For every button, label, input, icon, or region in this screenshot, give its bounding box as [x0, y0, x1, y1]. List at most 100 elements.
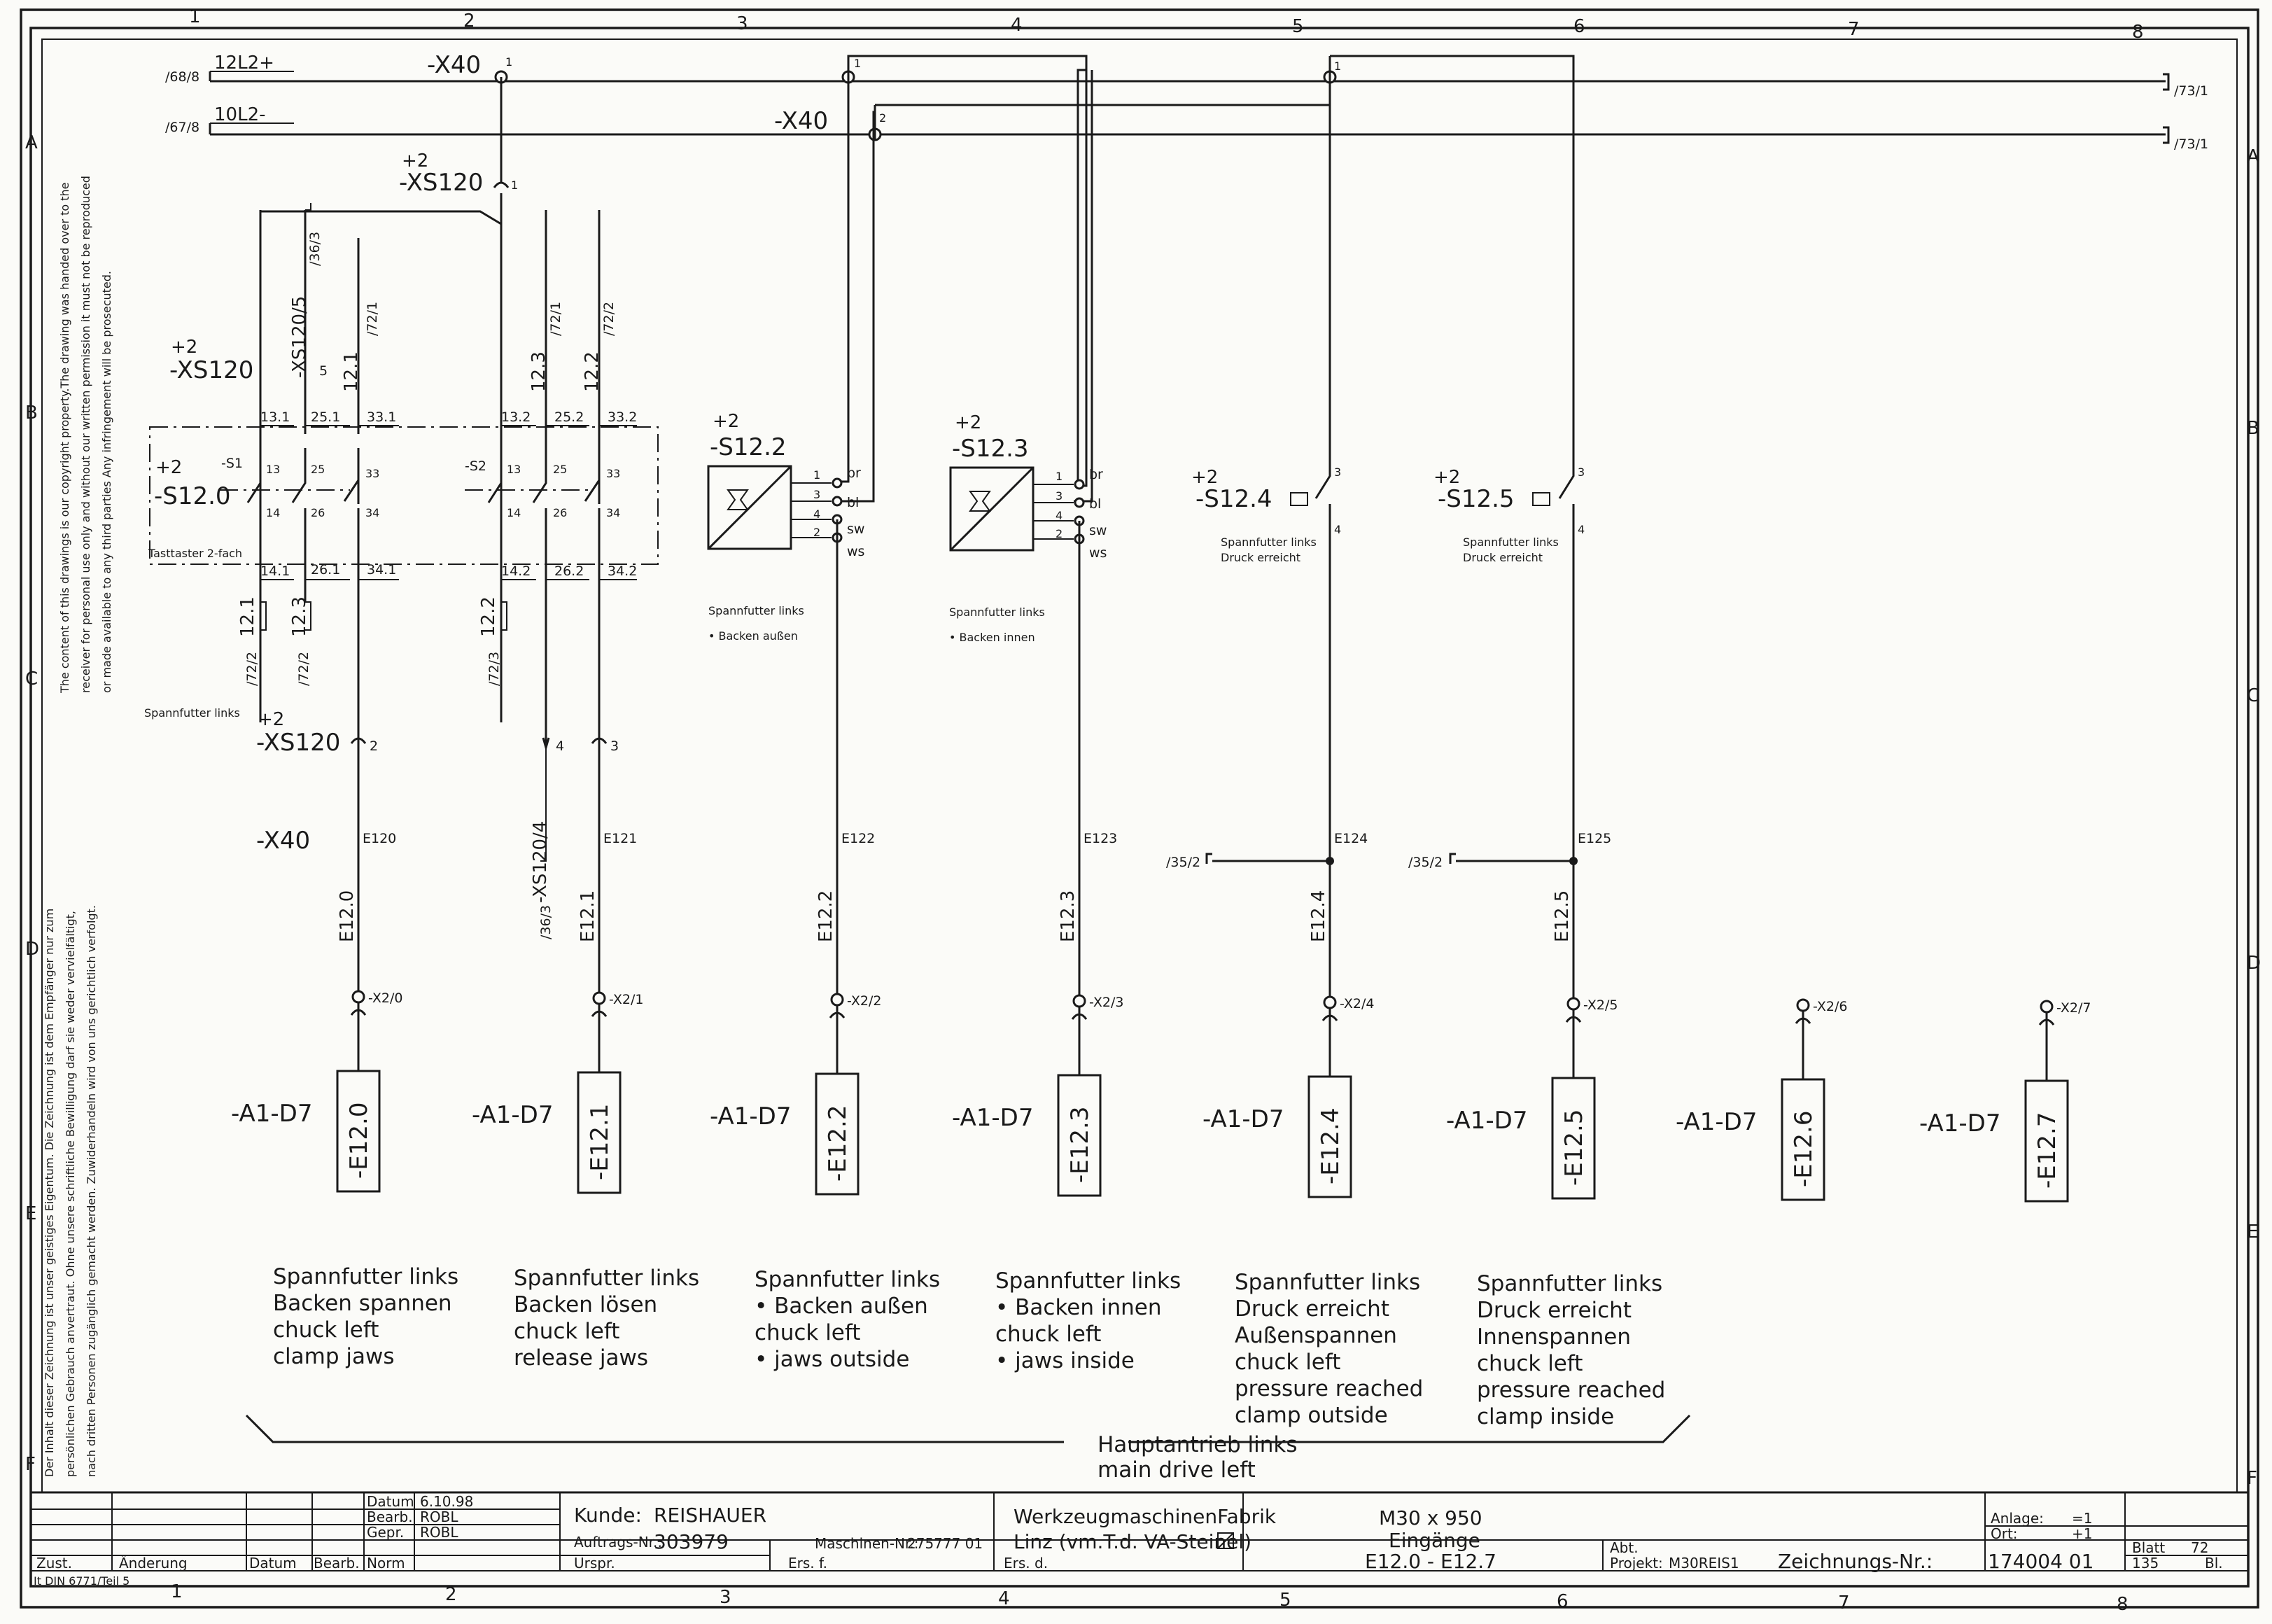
- input-channels: E120E12.0-X2/0-E12.0-A1-D7E121E12.1-X2/1…: [231, 831, 2091, 1203]
- input-address: E125: [1578, 831, 1611, 846]
- svg-text:Auftrags-Nr.:: Auftrags-Nr.:: [574, 1534, 662, 1550]
- channel-label: -E12.0: [345, 1102, 373, 1179]
- col-num-bottom: 8: [2117, 1594, 2129, 1615]
- bottom-cross-refs: 12.1 12.3 12.2 /72/2 /72/2 /72/3: [237, 596, 507, 686]
- channel-label: -E12.2: [824, 1105, 852, 1182]
- svg-text:13.1: 13.1: [260, 410, 290, 425]
- col-num-top: 7: [1848, 19, 1860, 40]
- svg-text:1: 1: [1056, 470, 1063, 483]
- input-address: E121: [603, 831, 637, 846]
- terminal-x40-lower: -X40 1 2 1: [774, 57, 1341, 141]
- svg-text:34: 34: [365, 506, 379, 519]
- svg-text:33.1: 33.1: [367, 410, 396, 425]
- col-num-bottom: 6: [1557, 1591, 1569, 1612]
- svg-text:Der Inhalt dieser Zeichnung is: Der Inhalt dieser Zeichnung ist unser ge…: [43, 909, 56, 1477]
- input-address: E124: [1334, 831, 1368, 846]
- col-num-top: 4: [1011, 15, 1023, 36]
- svg-text:M30REIS1: M30REIS1: [1669, 1555, 1739, 1572]
- col-num-top: 3: [736, 13, 748, 34]
- svg-text:14.2: 14.2: [501, 564, 531, 579]
- s12-3-wires: [847, 56, 1331, 503]
- svg-text:-X40: -X40: [774, 107, 828, 135]
- svg-text:/72/3: /72/3: [486, 652, 502, 686]
- svg-text:6.10.98: 6.10.98: [420, 1493, 473, 1510]
- pin-label: 5: [319, 363, 328, 379]
- svg-text:ws: ws: [847, 544, 864, 559]
- proximity-switch-s12-3: +2 -S12.3 1 3 4 2 br bl sw ws Spannfutte…: [949, 412, 1107, 861]
- row-letter: C: [2247, 685, 2259, 706]
- wire-label: E12.0: [337, 890, 358, 942]
- module-box: [2024, 1079, 2069, 1203]
- description-line: chuck left: [273, 1317, 379, 1343]
- svg-text:Abt.: Abt.: [1610, 1539, 1639, 1556]
- wire-label: E12.1: [577, 890, 598, 942]
- terminal-node: [1072, 994, 1086, 1008]
- wire-12-1-label: 12.1: [341, 351, 362, 392]
- svg-text:/72/2: /72/2: [244, 652, 260, 686]
- description-line: Spannfutter links: [755, 1267, 940, 1292]
- description-line: Innenspannen: [1477, 1324, 1631, 1350]
- row-index: A B C D E F A B C D E F: [25, 132, 2261, 1489]
- row-letter: C: [25, 668, 38, 690]
- description-line: release jaws: [514, 1345, 648, 1371]
- svg-text:2: 2: [879, 111, 886, 125]
- svg-text:2: 2: [370, 738, 378, 754]
- terminal-label: -X2/4: [1340, 996, 1375, 1011]
- col-num-bottom: 1: [171, 1581, 183, 1602]
- svg-text:M30 x 950: M30 x 950: [1379, 1506, 1482, 1530]
- description-line: Backen lösen: [514, 1292, 657, 1317]
- copyright-note-en: The content of this drawings is our copy…: [58, 176, 113, 694]
- module-box: [1307, 1075, 1352, 1198]
- svg-text:Änderung: Änderung: [119, 1555, 188, 1572]
- svg-text:Bl.: Bl.: [2205, 1555, 2223, 1572]
- terminal-node: [2040, 1000, 2054, 1014]
- svg-text:3: 3: [813, 488, 820, 501]
- svg-text:26.2: 26.2: [554, 564, 584, 579]
- channel-label: -E12.5: [1560, 1110, 1588, 1186]
- module-box: [815, 1072, 860, 1196]
- svg-text:sw: sw: [847, 522, 864, 537]
- svg-text:26.1: 26.1: [311, 562, 340, 578]
- svg-text:/72/2: /72/2: [601, 302, 617, 336]
- svg-text:RÖBL: RÖBL: [420, 1508, 458, 1525]
- svg-text:Tasttaster 2-fach: Tasttaster 2-fach: [148, 547, 242, 560]
- svg-text:1: 1: [813, 468, 820, 482]
- svg-text:ws: ws: [1089, 545, 1107, 561]
- svg-text:receiver for personal use only: receiver for personal use only and witho…: [79, 176, 92, 693]
- svg-text:3: 3: [1056, 489, 1063, 503]
- description-line: pressure reached: [1477, 1378, 1665, 1403]
- description-line: Spannfutter links: [995, 1268, 1181, 1294]
- description-line: Spannfutter links: [1235, 1270, 1420, 1295]
- wire-label: E12.2: [815, 890, 836, 942]
- svg-text:=1: =1: [2072, 1510, 2092, 1527]
- svg-text:/35/2: /35/2: [1408, 855, 1443, 870]
- svg-text:34: 34: [606, 506, 620, 519]
- svg-text:Bearb.: Bearb.: [367, 1508, 413, 1525]
- col-num-bottom: 5: [1279, 1590, 1291, 1611]
- svg-text:/36/3: /36/3: [538, 905, 554, 939]
- description-line: Spannfutter links: [1477, 1271, 1662, 1296]
- svg-text:bl: bl: [847, 495, 859, 510]
- channel-label: -E12.7: [2033, 1112, 2061, 1189]
- svg-text:34.2: 34.2: [608, 564, 637, 579]
- terminal-label: -X2/3: [1089, 995, 1124, 1010]
- svg-text:-S12.4: -S12.4: [1195, 485, 1272, 513]
- switch-contacts-s1: 13 14 25 26 33 34: [220, 448, 379, 602]
- svg-text:Zeichnungs-Nr.:: Zeichnungs-Nr.:: [1778, 1550, 1933, 1573]
- channel-label: -E12.6: [1790, 1111, 1818, 1187]
- svg-text:12.3: 12.3: [528, 351, 549, 392]
- svg-text:Maschinen-Nr.:: Maschinen-Nr.:: [815, 1535, 918, 1552]
- description-line: Druck erreicht: [1477, 1298, 1632, 1323]
- svg-text:+2: +2: [171, 337, 197, 358]
- terminal-label: -X2/0: [368, 990, 403, 1006]
- svg-text:4: 4: [556, 738, 564, 754]
- svg-text:/72/1: /72/1: [365, 302, 380, 336]
- svg-text:+2: +2: [1191, 467, 1218, 488]
- module-label: -A1-D7: [952, 1104, 1034, 1132]
- svg-text:33.2: 33.2: [608, 410, 637, 425]
